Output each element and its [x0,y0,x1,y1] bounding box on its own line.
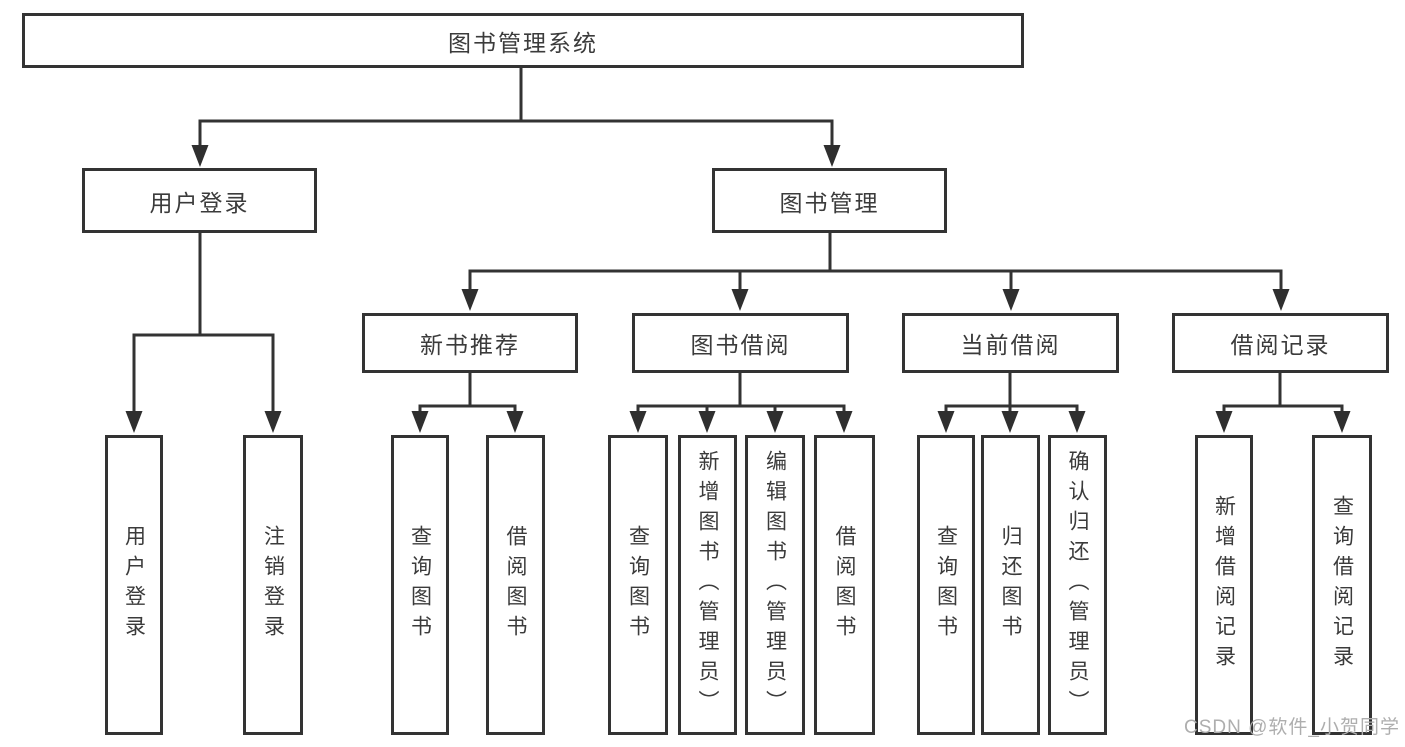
node-label: 新增图书（管理员） [696,450,719,720]
leaf-add-books-admin: 新增图书（管理员） [678,435,737,735]
leaf-borrow-books-1: 借阅图书 [486,435,545,735]
leaf-return-books: 归还图书 [981,435,1040,735]
node-label: 归还图书 [999,525,1022,645]
node-label: 查询借阅记录 [1330,495,1354,675]
leaf-add-borrow-record: 新增借阅记录 [1195,435,1253,735]
node-label: 用户登录 [149,189,250,216]
node-label: 注销登录 [261,525,285,645]
node-book-borrowing: 图书借阅 [632,313,849,373]
node-label: 图书管理系统 [448,29,598,56]
node-borrowing-records: 借阅记录 [1172,313,1389,373]
node-book-management-branch: 图书管理 [712,168,947,233]
node-label: 新增借阅记录 [1212,495,1236,675]
leaf-logout: 注销登录 [243,435,303,735]
node-label: 查询图书 [626,525,650,645]
leaf-query-books-2: 查询图书 [608,435,668,735]
node-label: 查询图书 [408,525,432,645]
node-label: 借阅图书 [833,525,856,645]
node-library-management-system: 图书管理系统 [22,13,1024,68]
leaf-query-books-1: 查询图书 [391,435,449,735]
node-label: 借阅图书 [504,525,527,645]
node-label: 用户登录 [122,525,146,645]
node-label: 新书推荐 [420,332,520,358]
node-new-book-recommendation: 新书推荐 [362,313,578,373]
node-label: 图书借阅 [690,332,791,358]
node-label: 编辑图书（管理员） [763,450,787,720]
csdn-watermark: CSDN @软件_小贺同学 [1184,717,1400,738]
node-label: 图书管理 [779,189,880,216]
node-label: 确认归还（管理员） [1066,450,1089,720]
node-label: 查询图书 [934,525,958,645]
leaf-query-books-3: 查询图书 [917,435,975,735]
node-user-login-branch: 用户登录 [82,168,317,233]
leaf-confirm-return-admin: 确认归还（管理员） [1048,435,1107,735]
node-current-borrowing: 当前借阅 [902,313,1119,373]
leaf-edit-books-admin: 编辑图书（管理员） [745,435,805,735]
leaf-borrow-books-2: 借阅图书 [814,435,875,735]
leaf-user-login: 用户登录 [105,435,163,735]
node-label: 当前借阅 [960,332,1061,358]
leaf-query-borrow-record: 查询借阅记录 [1312,435,1372,735]
node-label: 借阅记录 [1230,332,1331,358]
